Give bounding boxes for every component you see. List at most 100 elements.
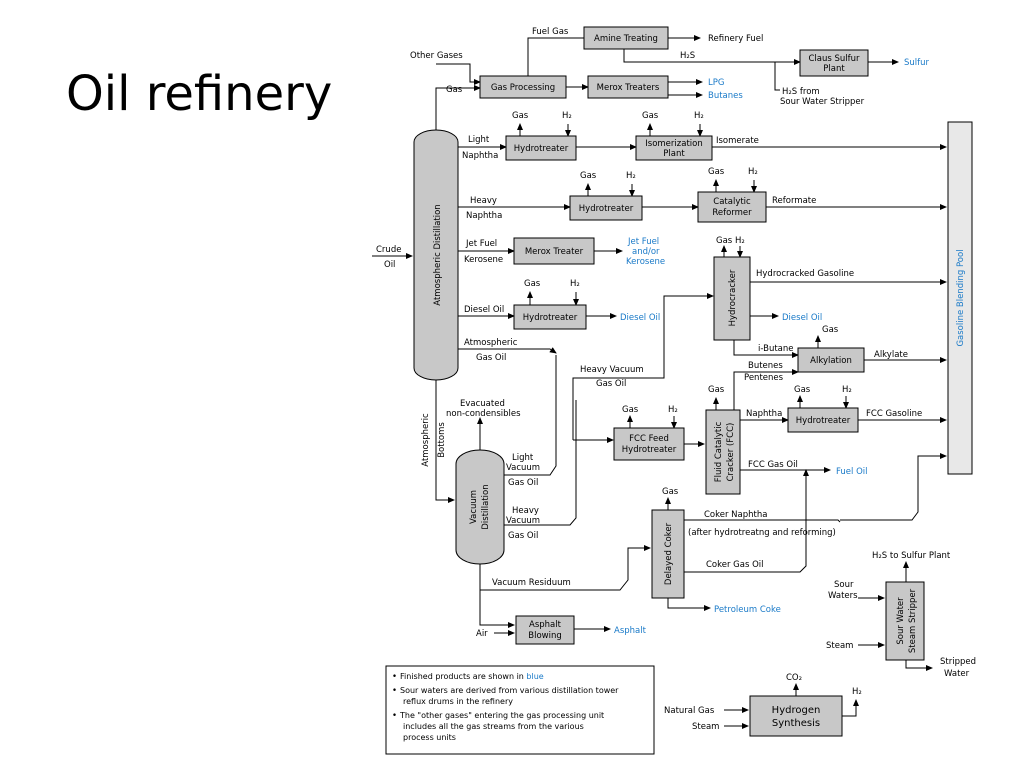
label-heavy: Heavy xyxy=(470,196,497,206)
label-h2-syn: H₂ xyxy=(852,687,862,697)
notes-box: • Finished products are shown in blue • … xyxy=(385,665,655,755)
flow-lines xyxy=(372,35,947,729)
label-sour: Sour xyxy=(834,580,854,590)
label-hvv-gas-oil: Gas Oil xyxy=(508,531,538,541)
label-alkylate: Alkylate xyxy=(874,350,908,360)
hydrotreater-4-label: Hydrotreater xyxy=(796,416,851,426)
note-bullet-2: • xyxy=(392,686,397,696)
label-light-v: Light xyxy=(512,453,534,463)
label-h2s-from: H₂S from xyxy=(782,87,820,97)
product-asphalt: Asphalt xyxy=(614,626,647,636)
h2syn-label-2: Synthesis xyxy=(772,718,820,729)
atmospheric-distillation-column: Atmospheric Distillation xyxy=(413,129,459,381)
label-gas-alk: Gas xyxy=(822,325,839,335)
vacuum-distillation-label-1: Vacuum xyxy=(469,490,479,524)
label-light-vacuum: Vacuum xyxy=(506,463,540,473)
fcc-feed-hydrotreater-unit: FCC Feed Hydrotreater xyxy=(613,427,685,461)
product-diesel-2: Diesel Oil xyxy=(782,313,822,323)
label-gas-ht1: Gas xyxy=(512,111,529,121)
hydrotreater-3-label: Hydrotreater xyxy=(523,313,578,323)
label-h2-hc: H₂ xyxy=(735,236,745,246)
merox-treater-unit: Merox Treater xyxy=(513,237,595,265)
fccfeed-label-2: Hydrotreater xyxy=(622,445,677,455)
label-steam-sw: Steam xyxy=(826,641,853,651)
amine-treating-label: Amine Treating xyxy=(594,34,658,44)
note-3a: The "other gases" entering the gas proce… xyxy=(399,711,604,720)
label-atm-gas-oil: Gas Oil xyxy=(476,353,506,363)
delayed-coker-unit: Delayed Coker xyxy=(651,509,685,599)
cat-label-1: Catalytic xyxy=(713,197,751,207)
label-isomerate: Isomerate xyxy=(716,136,759,146)
hydrocracker-unit: Hydrocracker xyxy=(713,256,751,341)
label-steam-h2: Steam xyxy=(692,722,719,732)
label-natural-gas: Natural Gas xyxy=(664,706,715,716)
sour-water-steam-stripper-unit: Sour Water Steam Stripper xyxy=(885,581,925,661)
slide-title: Oil refinery xyxy=(66,66,333,122)
label-stripped: Stripped xyxy=(940,657,976,667)
asphalt-label-2: Blowing xyxy=(528,631,562,641)
hydrotreater-3-unit: Hydrotreater xyxy=(513,304,587,330)
label-co2: CO₂ xyxy=(786,673,802,683)
label-crude: Crude xyxy=(376,245,401,255)
hydrotreater-2-label: Hydrotreater xyxy=(579,204,634,214)
note-1: Finished products are shown in blue xyxy=(400,672,544,681)
label-h2s-sulfur-plant: H₂S to Sulfur Plant xyxy=(872,551,951,561)
label-naphtha-fcc: Naphtha xyxy=(746,409,782,419)
gas-processing-unit: Gas Processing xyxy=(479,75,567,99)
label-refinery-fuel: Refinery Fuel xyxy=(708,34,763,44)
label-reformate: Reformate xyxy=(772,196,816,206)
iso-label-2: Plant xyxy=(663,149,685,159)
claus-sulfur-plant-unit: Claus Sulfur Plant xyxy=(799,49,869,77)
swss-label-2: Steam Stripper xyxy=(908,588,918,653)
stream-labels: Other Gases Fuel Gas Refinery Fuel H₂S H… xyxy=(376,27,976,732)
hydrotreater-1-label: Hydrotreater xyxy=(514,144,569,154)
label-gas-ht2: Gas xyxy=(580,171,597,181)
merox-treaters-unit: Merox Treaters xyxy=(587,75,669,99)
label-light-naphtha: Naphtha xyxy=(462,151,498,161)
label-gas-iso: Gas xyxy=(642,111,659,121)
label-pentenes: Pentenes xyxy=(744,373,784,383)
label-gas-top: Gas xyxy=(446,85,463,95)
isomerization-plant-unit: Isomerization Plant xyxy=(635,135,713,161)
label-evacuated: Evacuated xyxy=(460,399,505,409)
vacuum-distillation-column: Vacuum Distillation xyxy=(455,449,505,565)
product-butanes: Butanes xyxy=(708,91,743,101)
label-gas-ht3: Gas xyxy=(524,279,541,289)
note-bullet-1: • xyxy=(392,672,397,682)
note-3b: includes all the gas streams from the va… xyxy=(403,722,584,731)
label-jet-fuel: Jet Fuel xyxy=(465,239,497,249)
label-h2-ht4: H₂ xyxy=(842,385,852,395)
label-non-condensibles: non-condensibles xyxy=(446,409,521,419)
label-after-hydrotreating: (after hydrotreatng and reforming) xyxy=(688,528,836,538)
amine-treating-unit: Amine Treating xyxy=(583,26,669,50)
label-hydrocracked-gasoline: Hydrocracked Gasoline xyxy=(756,269,854,279)
alkylation-label: Alkylation xyxy=(810,356,852,366)
label-fcc-gas-oil: FCC Gas Oil xyxy=(748,460,798,470)
asphalt-label-1: Asphalt xyxy=(529,620,562,630)
hydrotreater-2-unit: Hydrotreater xyxy=(569,195,643,221)
asphalt-blowing-unit: Asphalt Blowing xyxy=(515,615,575,645)
fluid-catalytic-cracker-unit: Fluid Catalytic Cracker (FCC) xyxy=(705,409,741,495)
product-jet-fuel: Jet Fuel xyxy=(627,237,659,247)
delayed-coker-label: Delayed Coker xyxy=(664,522,674,585)
label-sour-water-stripper: Sour Water Stripper xyxy=(780,97,865,107)
label-h2-fccf: H₂ xyxy=(668,405,678,415)
note-2b: reflux drums in the refinery xyxy=(403,697,513,706)
hydrogen-synthesis-unit: Hydrogen Synthesis xyxy=(749,695,843,737)
label-kerosene: Kerosene xyxy=(464,255,503,265)
label-diesel-oil: Diesel Oil xyxy=(464,305,504,315)
label-light: Light xyxy=(468,135,490,145)
label-hv-gas-oil: Gas Oil xyxy=(596,379,626,389)
label-butenes: Butenes xyxy=(748,361,783,371)
label-h2-iso: H₂ xyxy=(694,111,704,121)
hydrotreater-1-unit: Hydrotreater xyxy=(505,135,577,161)
gasoline-blending-pool-label: Gasoline Blending Pool xyxy=(956,249,966,346)
label-atm-bottoms-1: Atmospheric xyxy=(421,413,431,467)
label-h2-ht3: H₂ xyxy=(570,279,580,289)
label-h2-ht1: H₂ xyxy=(562,111,572,121)
product-kerosene: Kerosene xyxy=(626,257,665,267)
product-fuel-oil: Fuel Oil xyxy=(836,467,868,477)
label-atm-bottoms-2: Bottoms xyxy=(437,422,447,458)
